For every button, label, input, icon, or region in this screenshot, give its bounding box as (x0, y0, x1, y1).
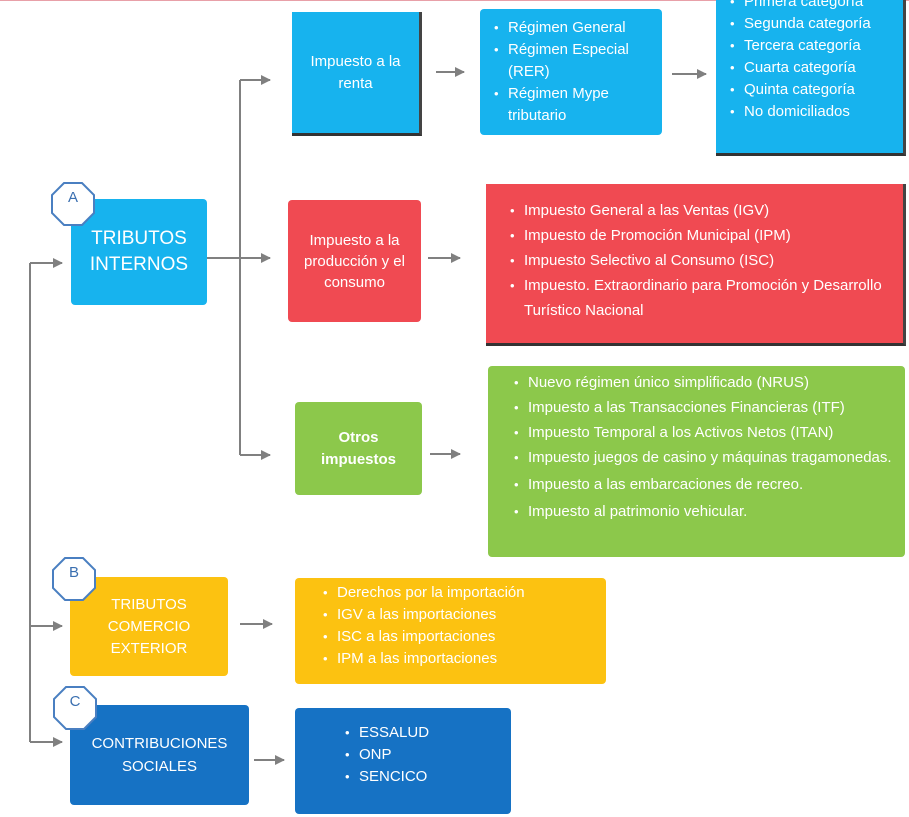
list-item: ISC a las importaciones (323, 626, 596, 648)
list-item: IPM a las importaciones (323, 648, 596, 670)
produccion-list: Impuesto General a las Ventas (IGV) Impu… (510, 198, 891, 323)
list-item: ESSALUD (345, 722, 501, 744)
contribuciones-title: CONTRIBUCIONES SOCIALES (91, 735, 228, 775)
contribuciones-list-box: ESSALUD ONP SENCICO (295, 708, 511, 814)
otros-box: Otros impuestos (295, 402, 422, 495)
tributos-internos-title: TRIBUTOS INTERNOS (89, 228, 189, 275)
list-item: Impuesto General a las Ventas (IGV) (510, 198, 891, 223)
categorias-box: Primera categoría Segunda categoría Terc… (716, 0, 906, 156)
produccion-label: Impuesto a la producción y el consumo (304, 231, 405, 291)
produccion-box: Impuesto a la producción y el consumo (288, 200, 421, 322)
list-item: Tercera categoría (730, 35, 895, 57)
renta-box: Impuesto a la renta (292, 12, 422, 136)
list-item: No domiciliados (730, 101, 895, 123)
badge-a: A (51, 182, 95, 226)
list-item: Impuesto Selectivo al Consumo (ISC) (510, 248, 891, 273)
regimenes-box: Régimen General Régimen Especial (RER) R… (480, 9, 662, 135)
badge-b-label: B (68, 563, 79, 581)
list-item: Impuesto. Extraordinario para Promoción … (510, 273, 891, 323)
list-item: Impuesto de Promoción Municipal (IPM) (510, 223, 891, 248)
list-item: Cuarta categoría (730, 57, 895, 79)
list-item: Régimen General (494, 17, 654, 39)
list-item: IGV a las importaciones (323, 604, 596, 626)
produccion-list-box: Impuesto General a las Ventas (IGV) Impu… (486, 184, 906, 346)
comercio-list-box: Derechos por la importación IGV a las im… (295, 578, 606, 684)
badge-c-label: C (69, 692, 81, 710)
list-item: Régimen Mype tributario (494, 83, 654, 127)
list-item: Derechos por la importación (323, 582, 596, 604)
comercio-box: TRIBUTOS COMERCIO EXTERIOR (70, 577, 228, 676)
list-item: Impuesto Temporal a los Activos Netos (I… (514, 420, 895, 445)
comercio-list: Derechos por la importación IGV a las im… (323, 582, 596, 670)
list-item: Régimen Especial (RER) (494, 39, 654, 83)
renta-label: Impuesto a la renta (310, 52, 401, 92)
badge-c: C (53, 686, 97, 730)
list-item: Primera categoría (730, 0, 895, 13)
list-item: Impuesto al patrimonio vehicular. (514, 499, 895, 524)
contribuciones-box: CONTRIBUCIONES SOCIALES (70, 705, 249, 805)
contribuciones-list: ESSALUD ONP SENCICO (345, 722, 501, 788)
otros-list-box: Nuevo régimen único simplificado (NRUS) … (488, 366, 905, 557)
top-border (0, 0, 909, 6)
otros-list: Nuevo régimen único simplificado (NRUS) … (514, 370, 895, 524)
otros-label: Otros impuestos (320, 428, 396, 468)
list-item: Impuesto a las Transacciones Financieras… (514, 395, 895, 420)
list-item: Impuesto a las embarcaciones de recreo. (514, 472, 895, 497)
tributos-internos-box: TRIBUTOS INTERNOS (71, 199, 207, 305)
regimenes-list: Régimen General Régimen Especial (RER) R… (494, 17, 654, 127)
categorias-list: Primera categoría Segunda categoría Terc… (730, 0, 895, 123)
list-item: Impuesto juegos de casino y máquinas tra… (514, 445, 895, 470)
badge-b: B (52, 557, 96, 601)
list-item: Segunda categoría (730, 13, 895, 35)
list-item: ONP (345, 744, 501, 766)
list-item: Quinta categoría (730, 79, 895, 101)
list-item: Nuevo régimen único simplificado (NRUS) (514, 370, 895, 395)
comercio-title: TRIBUTOS COMERCIO EXTERIOR (107, 595, 191, 657)
list-item: SENCICO (345, 766, 501, 788)
badge-a-label: A (67, 188, 78, 206)
